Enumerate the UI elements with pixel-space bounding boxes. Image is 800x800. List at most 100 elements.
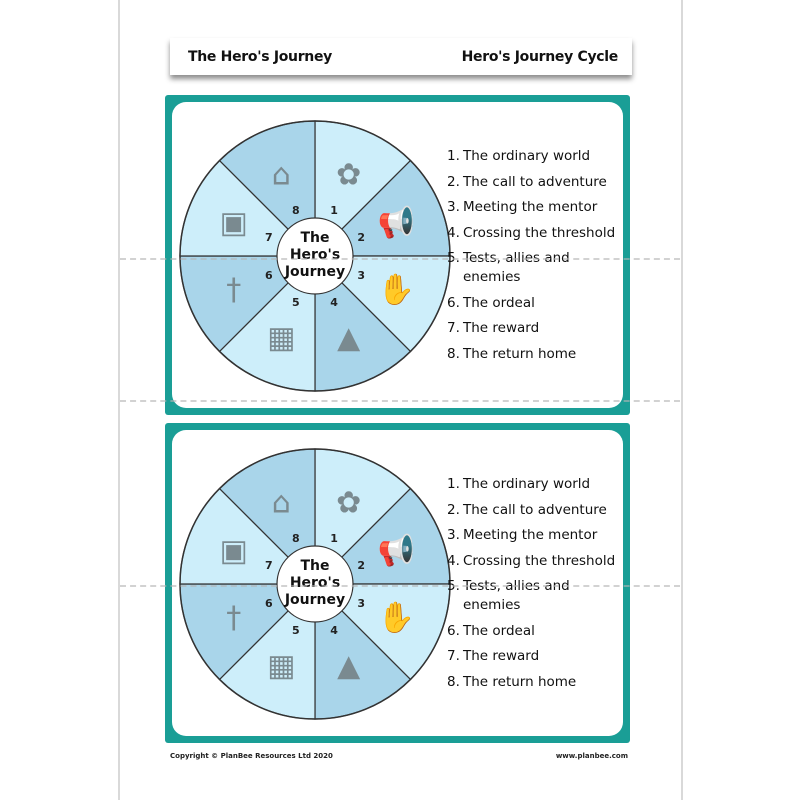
step-number: 4. (447, 224, 460, 241)
step-number: 1. (447, 476, 460, 492)
step-text: Meeting the mentor (463, 527, 598, 543)
segment-number: 5 (292, 624, 300, 637)
watermark-line (120, 585, 680, 587)
wheel-center-text: The (300, 558, 329, 574)
segment-number: 2 (357, 231, 365, 244)
step-number: 7. (447, 648, 460, 664)
step-text: The ordinary world (463, 476, 591, 492)
step-text: The ordeal (463, 622, 535, 639)
step-text: The ordeal (463, 294, 535, 311)
step-text: The reward (463, 648, 540, 664)
step-number: 2. (447, 173, 460, 190)
step-text: Meeting the mentor (463, 199, 598, 215)
step-item: 5.Tests, allies and enemies (447, 249, 615, 287)
segment-number: 6 (265, 597, 273, 610)
wheel-outline (179, 448, 451, 720)
step-item: 4.Crossing the threshold (447, 552, 615, 571)
step-number: 4. (447, 552, 460, 569)
watermark-line (120, 258, 680, 260)
page-header: The Hero's Journey Hero's Journey Cycle (170, 38, 632, 75)
step-text: Crossing the threshold (463, 224, 616, 241)
step-item: 8.The return home (447, 345, 615, 364)
step-number: 7. (447, 320, 460, 336)
step-text: Tests, allies and enemies (463, 578, 570, 613)
copyright-text: Copyright © PlanBee Resources Ltd 2020 (170, 752, 333, 760)
segment-number: 8 (292, 204, 300, 217)
segment-number: 4 (330, 624, 338, 637)
step-text: The reward (463, 320, 540, 336)
segment-number: 3 (357, 597, 365, 610)
wheel-center-text: Journey (284, 264, 345, 280)
header-title-left: The Hero's Journey (188, 48, 332, 65)
wheel-center-text: The (300, 230, 329, 246)
step-number: 5. (447, 578, 460, 594)
treasure-chest-icon: ▣ (220, 205, 248, 240)
step-number: 6. (447, 622, 460, 639)
step-number: 3. (447, 199, 460, 215)
wheel-center (276, 217, 354, 295)
step-text: The call to adventure (463, 173, 607, 190)
step-text: The return home (463, 345, 577, 362)
step-item: 3.Meeting the mentor (447, 198, 615, 217)
segment-number: 8 (292, 532, 300, 545)
step-text: The ordinary world (463, 148, 591, 164)
sword-icon: † (226, 601, 241, 636)
person-planting-icon: ✿ (336, 486, 361, 521)
header-title-right: Hero's Journey Cycle (461, 48, 619, 65)
home-sign-icon: ⌂ (272, 158, 291, 193)
step-item: 6.The ordeal (447, 294, 615, 313)
step-item: 7.The reward (447, 319, 615, 338)
segment-number: 6 (265, 269, 273, 282)
step-number: 1. (447, 148, 460, 164)
megaphone-icon: 📢 (378, 532, 415, 568)
home-sign-icon: ⌂ (272, 486, 291, 521)
step-item: 8.The return home (447, 673, 615, 692)
segment-number: 7 (265, 231, 273, 244)
treasure-chest-icon: ▣ (220, 533, 248, 568)
step-item: 6.The ordeal (447, 622, 615, 641)
climbing-wall-icon: ▦ (267, 648, 295, 683)
watermark-line (120, 400, 680, 402)
high-five-icon: ✋ (378, 600, 415, 636)
step-item: 1.The ordinary world (447, 475, 615, 494)
step-item: 2.The call to adventure (447, 173, 615, 192)
wheel-outline (179, 120, 451, 392)
rocket-icon: ▲ (337, 320, 360, 355)
step-number: 5. (447, 250, 460, 266)
step-item: 5.Tests, allies and enemies (447, 577, 615, 615)
segment-number: 1 (330, 532, 338, 545)
step-number: 8. (447, 345, 460, 362)
sword-icon: † (226, 273, 241, 308)
wheel-center-text: Journey (284, 592, 345, 608)
segment-number: 2 (357, 559, 365, 572)
megaphone-icon: 📢 (378, 204, 415, 240)
step-number: 8. (447, 673, 460, 690)
step-text: Crossing the threshold (463, 552, 616, 569)
high-five-icon: ✋ (378, 272, 415, 308)
segment-number: 5 (292, 296, 300, 309)
step-text: The return home (463, 673, 577, 690)
step-item: 4.Crossing the threshold (447, 224, 615, 243)
segment-number: 7 (265, 559, 273, 572)
step-item: 3.Meeting the mentor (447, 526, 615, 545)
step-item: 2.The call to adventure (447, 501, 615, 520)
climbing-wall-icon: ▦ (267, 320, 295, 355)
step-item: 7.The reward (447, 647, 615, 666)
step-number: 2. (447, 501, 460, 518)
segment-number: 4 (330, 296, 338, 309)
wheel-center-text: Hero's (290, 247, 340, 263)
step-text: Tests, allies and enemies (463, 250, 570, 285)
step-number: 6. (447, 294, 460, 311)
wheel-center-text: Hero's (290, 575, 340, 591)
rocket-icon: ▲ (337, 648, 360, 683)
segment-number: 1 (330, 204, 338, 217)
wheel-center (276, 545, 354, 623)
step-text: The call to adventure (463, 501, 607, 518)
step-item: 1.The ordinary world (447, 147, 615, 166)
person-planting-icon: ✿ (336, 158, 361, 193)
